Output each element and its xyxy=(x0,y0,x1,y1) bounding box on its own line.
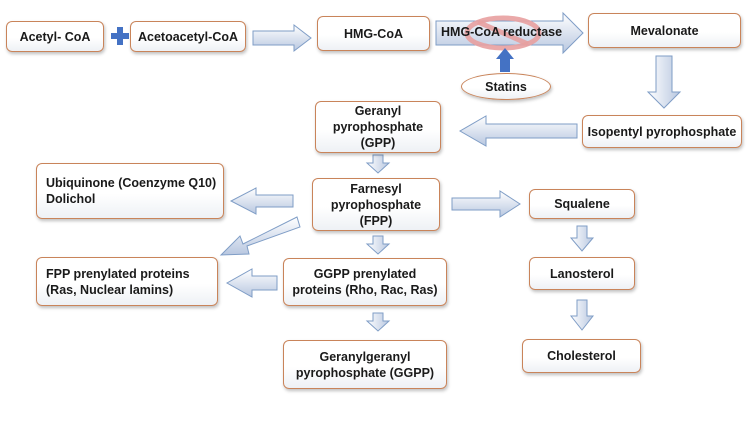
node-geranyl-pyrophosphate: Geranyl pyrophosphate (GPP) xyxy=(315,101,441,153)
arrow-lanosterol-to-cholesterol xyxy=(569,299,595,331)
node-isopentyl-pyrophosphate: Isopentyl pyrophosphate xyxy=(582,115,742,148)
node-ggpp-prenylated-proteins: GGPP prenylated proteins (Rho, Rac, Ras) xyxy=(283,258,447,306)
node-ubiquinone-dolichol: Ubiquinone (Coenzyme Q10) Dolichol xyxy=(36,163,224,219)
node-cholesterol: Cholesterol xyxy=(522,339,641,373)
arrow-ggpp-to-fpp-prenylated xyxy=(225,268,278,298)
arrow-fpp-to-ggpp-prenylated xyxy=(365,235,391,255)
node-acetoacetyl-coa: Acetoacetyl-CoA xyxy=(130,21,246,52)
arrow-gpp-to-fpp xyxy=(365,154,391,174)
node-hmg-coa: HMG-CoA xyxy=(317,16,430,51)
node-farnesyl-pyrophosphate: Farnesyl pyrophosphate (FPP) xyxy=(312,178,440,231)
arrow-isopentyl-to-gpp xyxy=(458,115,578,147)
arrow-acetoacetyl-to-hmg xyxy=(252,23,312,53)
arrow-ggpp-prenylated-to-ggpp xyxy=(365,312,391,332)
statins-inhibit-arrow xyxy=(496,48,514,72)
prohibition-icon xyxy=(464,15,542,51)
arrow-fpp-to-fpp-prenylated xyxy=(219,216,301,256)
arrow-squalene-to-lanosterol xyxy=(569,225,595,252)
arrow-mevalonate-to-isopentyl xyxy=(646,55,682,109)
plus-icon xyxy=(110,26,130,46)
node-geranylgeranyl-pyrophosphate: Geranylgeranyl pyrophosphate (GGPP) xyxy=(283,340,447,389)
node-statins: Statins xyxy=(461,73,551,100)
node-squalene: Squalene xyxy=(529,189,635,219)
node-acetyl-coa: Acetyl- CoA xyxy=(6,21,104,52)
arrow-fpp-to-ubiquinone xyxy=(229,187,294,215)
node-fpp-prenylated-proteins: FPP prenylated proteins (Ras, Nuclear la… xyxy=(36,257,218,306)
arrow-fpp-to-squalene xyxy=(451,190,521,218)
label-hmg-coa-reductase: HMG-CoA reductase xyxy=(441,25,563,39)
node-mevalonate: Mevalonate xyxy=(588,13,741,48)
node-lanosterol: Lanosterol xyxy=(529,257,635,290)
